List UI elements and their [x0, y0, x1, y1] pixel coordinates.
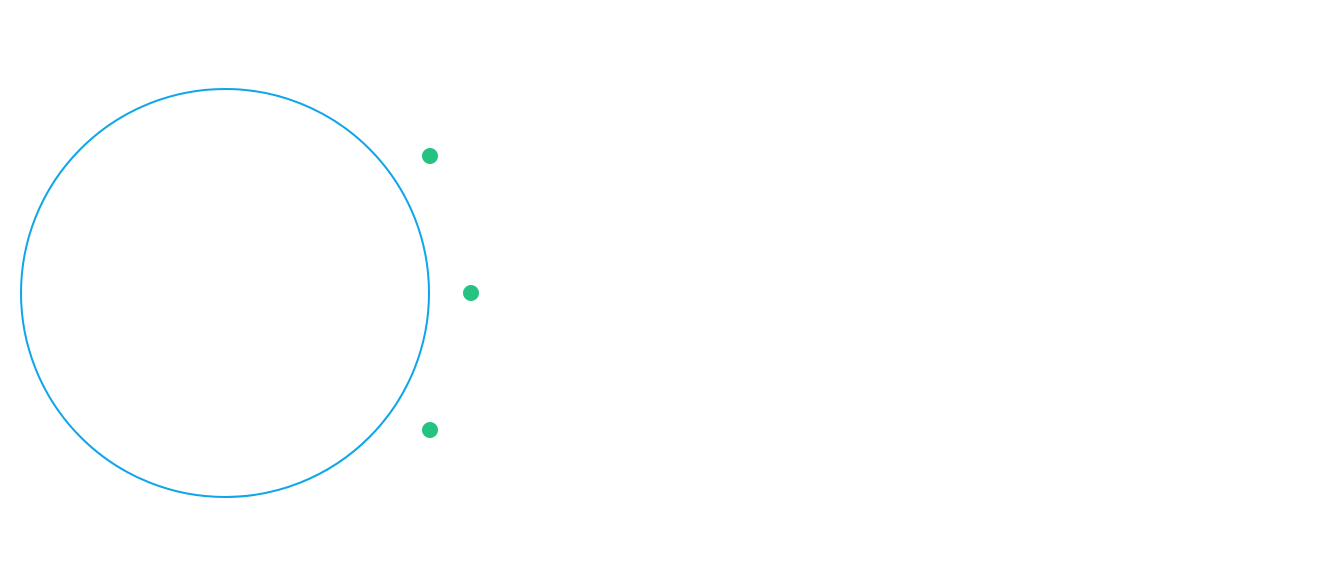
marker-top: [422, 148, 438, 164]
marker-middle: [463, 285, 479, 301]
main-circle: [20, 88, 430, 498]
marker-bottom: [422, 422, 438, 438]
